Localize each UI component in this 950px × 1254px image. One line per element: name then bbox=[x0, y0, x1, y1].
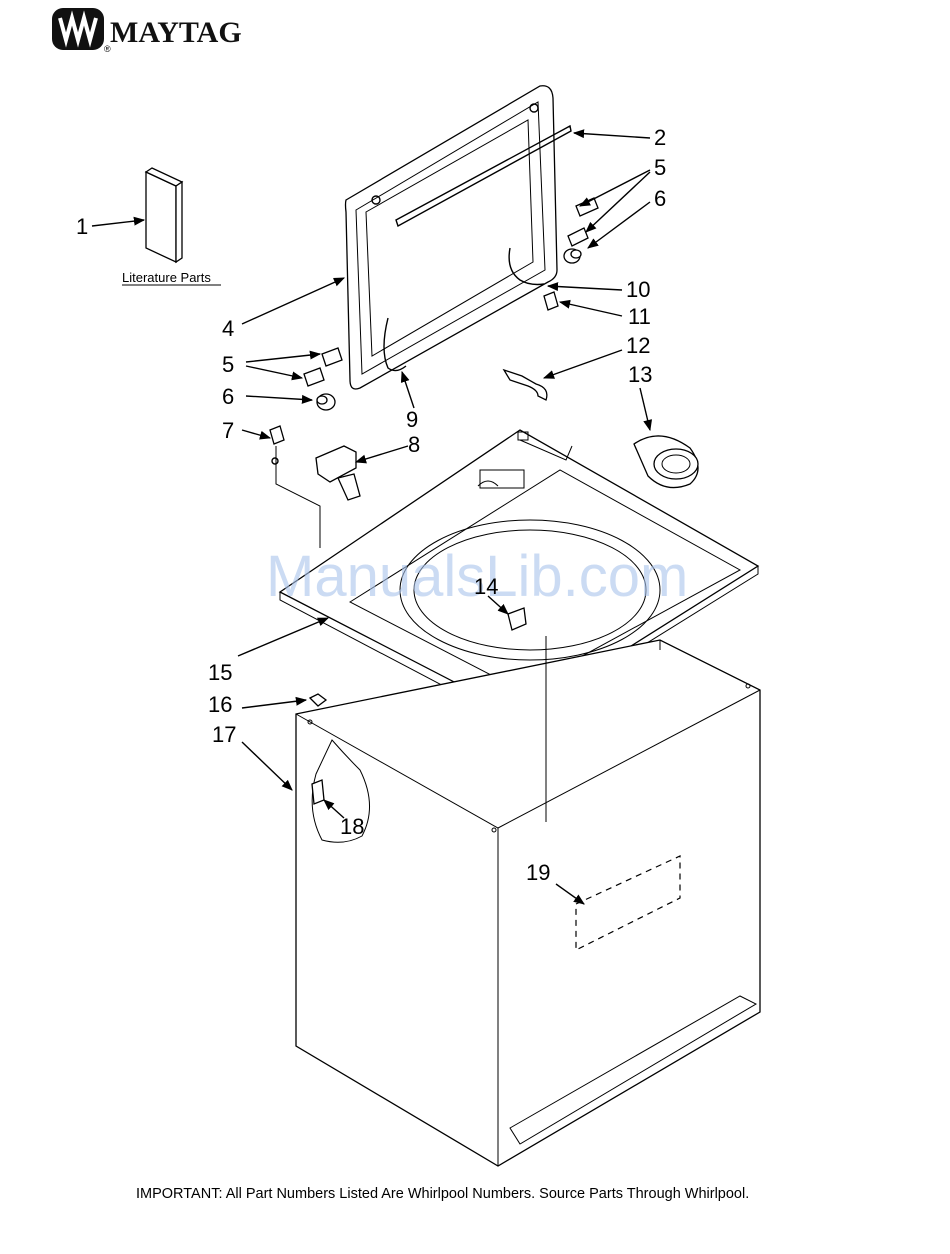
callout-13: 13 bbox=[628, 362, 652, 387]
callout-19: 19 bbox=[526, 860, 550, 885]
callout-5b: 5 bbox=[222, 352, 234, 377]
callout-7: 7 bbox=[222, 418, 234, 443]
callout-10: 10 bbox=[626, 277, 650, 302]
callout-1: 1 bbox=[76, 214, 88, 239]
callout-6b: 6 bbox=[222, 384, 234, 409]
callout-14: 14 bbox=[474, 574, 498, 599]
callout-9: 9 bbox=[406, 407, 418, 432]
literature-booklet bbox=[146, 168, 182, 262]
callout-8: 8 bbox=[408, 432, 420, 457]
callout-4: 4 bbox=[222, 316, 234, 341]
footer-note: IMPORTANT: All Part Numbers Listed Are W… bbox=[136, 1186, 749, 1202]
literature-label: Literature Parts bbox=[122, 270, 211, 285]
clip-part bbox=[504, 370, 547, 400]
lid-switch-parts bbox=[270, 426, 360, 548]
callout-12: 12 bbox=[626, 333, 650, 358]
callout-16: 16 bbox=[208, 692, 232, 717]
lid-assembly bbox=[346, 86, 572, 389]
hinge-parts-left bbox=[304, 348, 342, 410]
dispenser-cup bbox=[634, 436, 698, 488]
callout-5a: 5 bbox=[654, 155, 666, 180]
callout-17: 17 bbox=[212, 722, 236, 747]
cabinet bbox=[296, 636, 760, 1166]
callout-6a: 6 bbox=[654, 186, 666, 211]
callout-2: 2 bbox=[654, 125, 666, 150]
callout-15: 15 bbox=[208, 660, 232, 685]
callout-11: 11 bbox=[628, 304, 651, 329]
brand-name: MAYTAG bbox=[110, 16, 242, 49]
callout-18: 18 bbox=[340, 814, 364, 839]
maytag-logo: ® MAYTAG bbox=[52, 8, 242, 54]
